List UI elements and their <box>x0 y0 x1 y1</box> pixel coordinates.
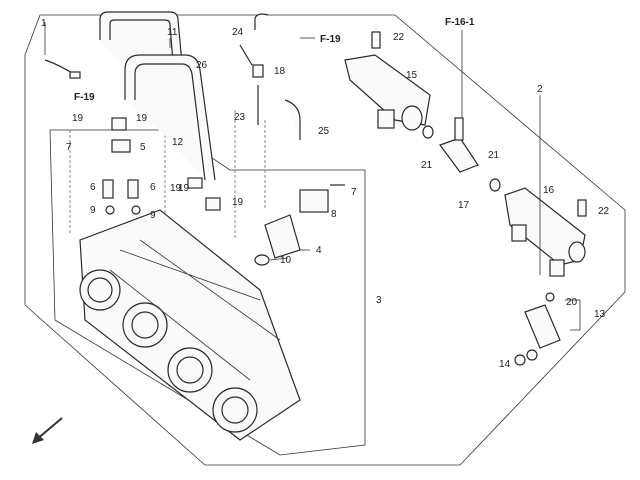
part-label: 8 <box>331 209 337 220</box>
part-label: 9 <box>90 205 96 216</box>
clamp-19b <box>187 177 203 189</box>
nozzle-6a <box>102 179 114 199</box>
oring-9b <box>131 205 141 215</box>
part-label: 19 <box>72 113 84 124</box>
fuel-rail-16 <box>504 187 586 277</box>
joint-pipe-17 <box>439 117 479 173</box>
part-label: 17 <box>458 200 470 211</box>
part-label: 21 <box>421 160 433 171</box>
bolt-22b <box>577 199 587 217</box>
part-label: 18 <box>274 66 286 77</box>
part-label: 24 <box>232 27 244 38</box>
hose-clip <box>69 71 81 79</box>
part-label: 16 <box>543 185 555 196</box>
part-label: 3 <box>376 295 382 306</box>
part-label: 19 <box>232 197 244 208</box>
ref-label[interactable]: F-19 <box>320 34 341 45</box>
hose-24 <box>254 13 269 30</box>
nozzle-6b <box>127 179 139 199</box>
part-label: 15 <box>406 70 418 81</box>
oring-14 <box>514 354 526 366</box>
part-label: 19 <box>136 113 148 124</box>
part-label: 6 <box>90 182 96 193</box>
part-label: 4 <box>316 245 322 256</box>
oring-20 <box>545 292 555 302</box>
oring-10 <box>254 254 270 266</box>
part-label: 5 <box>140 142 146 153</box>
part-label: 13 <box>594 309 606 320</box>
fuel-rail-15 <box>344 54 431 131</box>
part-label: 21 <box>488 150 500 161</box>
ref-label[interactable]: F-19 <box>74 92 95 103</box>
part-label: 20 <box>566 297 578 308</box>
part-label: 10 <box>280 255 292 266</box>
fitting-5 <box>111 139 131 153</box>
part-label: 2 <box>537 84 543 95</box>
part-label: 19 <box>170 183 182 194</box>
bolt-22a <box>371 31 381 49</box>
oring-21a <box>422 125 434 139</box>
part-label: 22 <box>393 32 405 43</box>
part-label: 6 <box>150 182 156 193</box>
oring-21b <box>489 178 501 192</box>
sensor-8 <box>299 189 329 213</box>
direction-arrow-icon <box>32 417 63 444</box>
part-label: 9 <box>150 210 156 221</box>
label-leaders <box>44 22 581 331</box>
sensor-4 <box>264 214 301 259</box>
breather-hose-26 <box>124 54 216 181</box>
part-label: 23 <box>234 112 246 123</box>
part-label: 25 <box>318 126 330 137</box>
part-label: 26 <box>196 60 208 71</box>
injector-13 <box>524 304 561 361</box>
part-label: 14 <box>499 359 511 370</box>
part-label: 19 <box>178 183 190 194</box>
hose-25 <box>284 99 301 140</box>
joint-18 <box>252 64 264 78</box>
part-label: 1 <box>41 18 47 29</box>
ref-label[interactable]: F-16-1 <box>445 17 475 28</box>
part-label: 11 <box>167 27 178 38</box>
part-label: 7 <box>66 142 72 153</box>
diagram-frame <box>24 14 626 466</box>
throttle-body-3 <box>79 209 301 441</box>
oring-9a <box>105 205 115 215</box>
part-label: 22 <box>598 206 610 217</box>
clamp-19a <box>111 117 127 131</box>
hose-24b <box>239 44 253 66</box>
part-label: 7 <box>351 187 357 198</box>
clamp-19c <box>205 197 221 211</box>
part-label: 12 <box>172 137 184 148</box>
